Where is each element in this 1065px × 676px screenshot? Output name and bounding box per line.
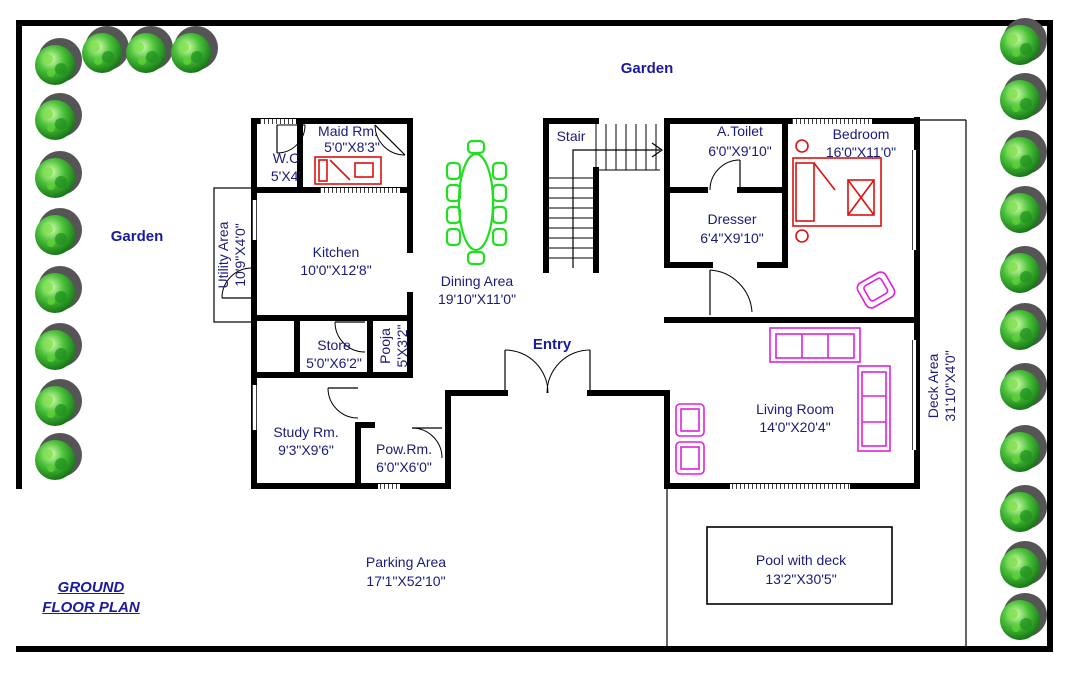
stair-arrow-icon [572, 142, 664, 268]
dresser-name: Dresser [707, 211, 756, 227]
wc-name: W.C [273, 150, 299, 166]
site-boundary [16, 20, 1053, 652]
maid-room-name: Maid Rm. [318, 123, 378, 139]
study-name: Study Rm. [273, 424, 338, 440]
deck-area-size: 31'10"X4'0" [942, 350, 958, 421]
dining-name: Dining Area [441, 273, 514, 289]
powder-room-name: Pow.Rm. [376, 441, 432, 457]
living-room-name: Living Room [756, 401, 834, 417]
living-room-size: 14'0"X20'4" [759, 419, 830, 435]
maid-bed-icon [314, 156, 382, 185]
trees-left [35, 26, 218, 480]
pool-name: Pool with deck [756, 552, 847, 568]
a-toilet-name: A.Toilet [717, 123, 763, 139]
garden-left-label: Garden [111, 228, 164, 245]
kitchen-size: 10'0"X12'8" [300, 262, 371, 278]
store-size: 5'0"X6'2" [306, 355, 362, 371]
powder-room-size: 6'0"X6'0" [376, 459, 432, 475]
maid-room-size: 5'0"X8'3" [324, 139, 380, 155]
pooja-size: 5'X3'2" [394, 324, 410, 367]
utility-name: Utility Area [215, 221, 231, 288]
parking-area-size: 17'1"X52'10" [366, 573, 445, 589]
pooja-name: Pooja [377, 328, 393, 364]
armchair-icon [856, 271, 896, 309]
door-swing-icon [221, 124, 753, 459]
bed-icon [792, 139, 882, 243]
wc-size: 5'X4' [271, 168, 301, 184]
bedroom-name: Bedroom [833, 126, 890, 142]
kitchen-name: Kitchen [313, 244, 360, 260]
dining-size: 19'10"X11'0" [438, 291, 516, 307]
entry-label: Entry [533, 336, 572, 353]
room-labels: Garden Garden Maid Rm. 5'0"X8'3" W.C 5'X… [111, 60, 958, 589]
pool-size: 13'2"X30'5" [765, 571, 836, 587]
bedroom-size: 16'0"X11'0" [826, 144, 896, 160]
a-toilet-size: 6'0"X9'10" [708, 143, 772, 159]
thin-lines [213, 119, 967, 646]
windows [252, 119, 916, 489]
utility-size: 10'9"X4'0" [232, 223, 248, 287]
plan-title: GROUND FLOOR PLAN [26, 578, 156, 618]
dresser-size: 6'4"X9'10" [700, 230, 764, 246]
sofa-icon [675, 327, 891, 475]
store-name: Store [317, 337, 351, 353]
stair-steps [549, 124, 660, 259]
plan-title-line1: GROUND [57, 579, 125, 596]
study-size: 9'3"X9'6" [278, 442, 334, 458]
parking-area-name: Parking Area [366, 554, 446, 570]
trees-right [1000, 18, 1047, 640]
stair-label: Stair [557, 128, 586, 144]
dining-table-icon [445, 139, 508, 266]
plan-title-line2: FLOOR PLAN [42, 599, 140, 616]
garden-top-label: Garden [621, 60, 674, 77]
deck-area-name: Deck Area [925, 353, 941, 418]
